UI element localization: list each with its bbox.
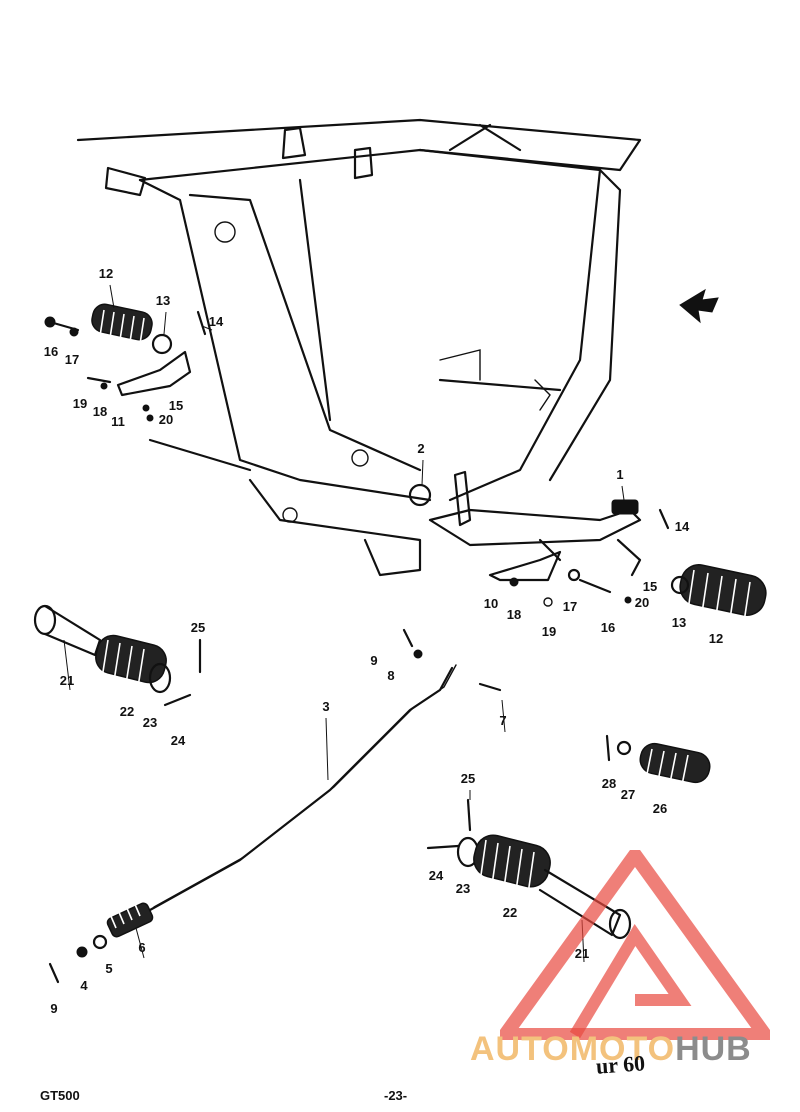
callout-9: 9 [50,1001,57,1016]
callout-27: 27 [621,787,635,802]
callout-16: 16 [601,620,615,635]
callout-4: 4 [80,978,88,993]
callout-1: 1 [616,467,623,482]
callout-28: 28 [602,776,616,791]
handwritten-note: ur 60 [595,1050,646,1079]
callout-20: 20 [635,595,649,610]
callout-11: 11 [111,414,125,429]
callout-12: 12 [709,631,723,646]
callout-20: 20 [159,412,173,427]
callout-22: 22 [503,905,517,920]
callout-15: 15 [169,398,183,413]
callout-18: 18 [507,607,521,622]
brake-cable [48,628,502,984]
callout-21: 21 [575,946,589,961]
model-label: GT500 [40,1088,80,1103]
callout-25: 25 [191,620,205,635]
callout-26: 26 [653,801,667,816]
callout-19: 19 [73,396,87,411]
direction-arrow-icon [679,288,719,324]
callout-10: 10 [484,596,498,611]
motorcycle-frame [76,118,642,577]
callout-25: 25 [461,771,475,786]
automotohub-logo-icon [500,850,770,1040]
callout-12: 12 [99,266,113,281]
callout-18: 18 [93,404,107,419]
rear-footrest-small [605,734,711,786]
callout-leaders [63,284,625,963]
callout-7: 7 [499,713,506,728]
callout-13: 13 [672,615,686,630]
callout-3: 3 [322,699,329,714]
watermark-text: AUTOMOTOHUB [470,1030,752,1069]
callout-8: 8 [387,668,394,683]
callout-13: 13 [156,293,170,308]
callout-19: 19 [542,624,556,639]
brake-pedal-assembly [408,470,670,607]
passenger-footrest-left [33,604,202,707]
callout-2: 2 [417,441,424,456]
callout-24: 24 [171,733,186,748]
watermark-text-part2: HUB [675,1030,752,1068]
callout-6: 6 [138,940,145,955]
right-footrest-assembly [670,564,767,623]
callout-14: 14 [209,314,224,329]
callout-23: 23 [143,715,157,730]
callout-14: 14 [675,519,690,534]
callout-17: 17 [65,352,79,367]
callout-22: 22 [120,704,134,719]
callout-16: 16 [44,344,58,359]
watermark-text-part1: AUTOMOTO [470,1030,676,1068]
page-number: -23- [384,1088,408,1103]
left-footrest-assembly [44,303,207,422]
callout-21: 21 [60,673,74,688]
callout-24: 24 [429,868,444,883]
passenger-footrest-right [426,798,632,940]
callout-9: 9 [370,653,377,668]
callout-5: 5 [105,961,112,976]
callout-17: 17 [563,599,577,614]
callout-15: 15 [643,579,657,594]
callout-23: 23 [456,881,470,896]
